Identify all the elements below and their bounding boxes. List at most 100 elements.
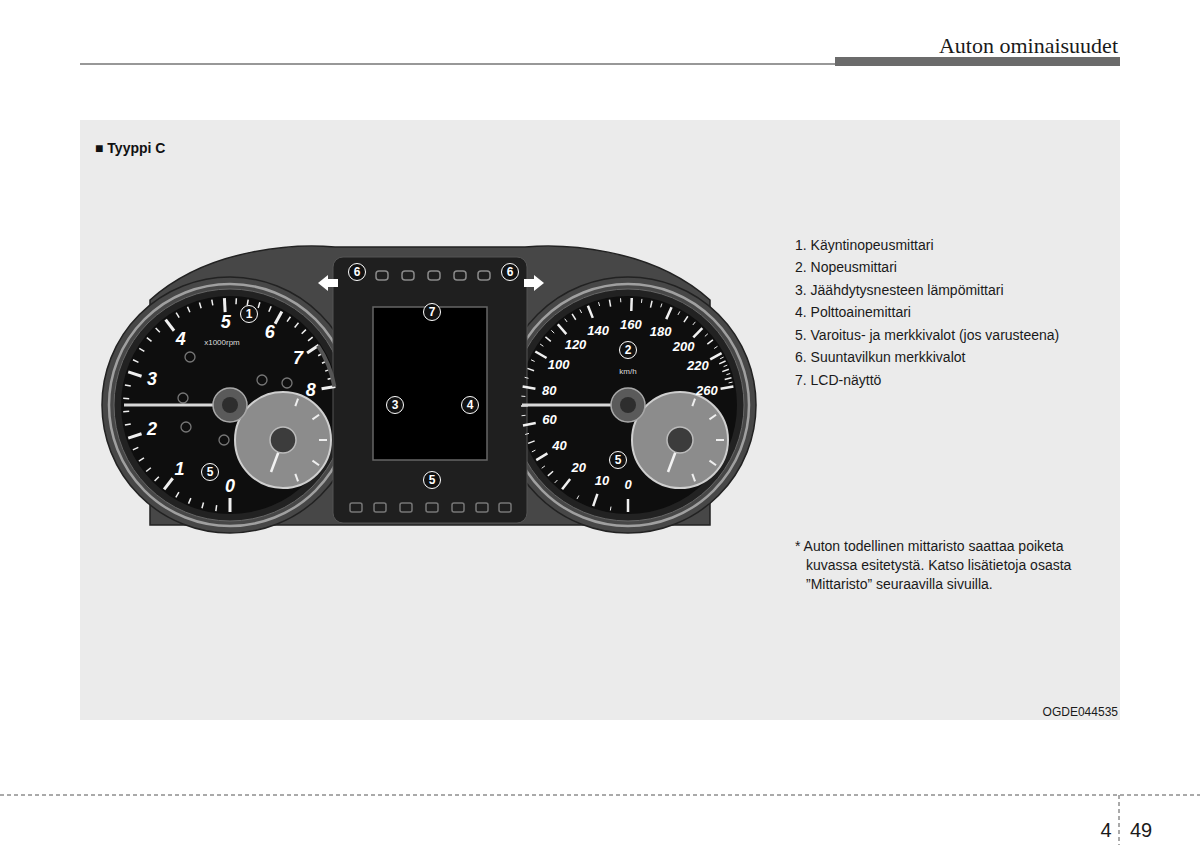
scale-tick [627, 499, 630, 512]
scale-tick [155, 477, 159, 481]
scale-tick [609, 300, 610, 307]
speed-scale-number: 200 [673, 340, 695, 356]
callout-text: 5 [615, 453, 622, 467]
legend-item: 1. Käyntinopeusmittari [795, 237, 934, 254]
callout-number: 4 [461, 396, 479, 414]
gauge-hub-center [222, 397, 238, 413]
legend-item: 2. Nopeusmittari [795, 259, 897, 276]
sub-gauge-tick [295, 474, 298, 482]
scale-tick [551, 330, 554, 333]
scale-tick [725, 378, 732, 380]
speed-scale-number: 60 [542, 412, 556, 428]
callout-number: 1 [240, 305, 258, 323]
warning-icon [257, 375, 267, 385]
warning-icon [219, 435, 229, 445]
scale-tick [641, 299, 643, 303]
scale-tick [287, 317, 290, 322]
callout-number: 5 [201, 463, 219, 481]
tach-scale-number: 2 [147, 420, 157, 442]
scale-tick [176, 313, 179, 318]
scale-tick [133, 360, 138, 363]
figure-panel: ■ Tyyppi C1234555667 [80, 120, 1120, 720]
scale-tick [128, 372, 141, 376]
tach-scale-number: 8 [306, 380, 316, 402]
scale-tick [684, 316, 688, 322]
cluster-illustration [80, 120, 1120, 720]
speed-scale-number: 20 [572, 460, 586, 476]
speed-scale-number: 220 [687, 358, 709, 374]
callout-text: 2 [625, 343, 632, 357]
scale-tick [188, 307, 190, 313]
warning-icon [499, 503, 511, 512]
sub-gauge-tick [312, 461, 319, 466]
running-header: Auton ominaisuudet [939, 33, 1118, 59]
scale-tick [722, 369, 729, 371]
scale-tick [540, 344, 543, 346]
scale-tick [166, 320, 174, 331]
scale-tick [562, 479, 570, 489]
scale-tick [580, 309, 582, 313]
scale-tick [724, 365, 728, 366]
sub-gauge-tick [716, 439, 724, 441]
warning-icon [476, 503, 488, 512]
speed-scale-number: 180 [650, 324, 672, 340]
scale-tick [620, 298, 621, 302]
turn-arrow-left [318, 275, 338, 291]
callout-number: 2 [619, 341, 637, 359]
scale-tick [525, 433, 529, 434]
gauge-face [519, 296, 737, 514]
scale-tick [577, 496, 579, 500]
scale-tick [666, 307, 671, 319]
sub-gauge-face [235, 392, 331, 488]
scale-tick [528, 441, 535, 444]
sub-gauge-tick [692, 399, 695, 407]
callout-text: 6 [507, 265, 514, 279]
indicator-icon [428, 271, 440, 280]
sub-gauge-hub [270, 427, 296, 453]
callout-text: 1 [246, 307, 253, 321]
tach-scale-number: 0 [225, 476, 235, 498]
scale-tick [693, 322, 696, 325]
speed-scale-number: 80 [542, 383, 556, 399]
speed-scale-number: 10 [595, 473, 609, 489]
scale-tick [307, 345, 319, 353]
tach-scale-number: 3 [147, 369, 157, 391]
scale-tick [235, 298, 237, 304]
sub-gauge-tick [319, 439, 327, 441]
scale-tick [572, 314, 576, 320]
scale-tick [199, 302, 201, 308]
gauge-bezel [114, 289, 346, 521]
scale-tick [523, 386, 536, 388]
callout-text: 5 [207, 465, 214, 479]
scale-tick [588, 306, 593, 318]
scale-tick [139, 458, 144, 461]
tach-scale-number: 4 [176, 329, 186, 351]
speed-scale-number: 260 [696, 383, 718, 399]
tach-scale-number: 6 [265, 322, 275, 344]
turn-arrow-right [524, 275, 544, 291]
scale-tick [521, 396, 525, 397]
warning-icon [452, 503, 464, 512]
tach-scale-number: 5 [221, 312, 231, 334]
gauge-face [121, 296, 339, 514]
scale-tick [693, 328, 702, 337]
scale-tick [531, 360, 535, 362]
scale-tick [630, 298, 633, 311]
note-text: * Auton todellinen mittaristo saattaa po… [795, 537, 1081, 594]
scale-tick [599, 302, 600, 306]
warning-icon [426, 503, 438, 512]
scale-tick [146, 468, 151, 472]
tach-scale-number: 7 [293, 348, 303, 370]
scale-tick [308, 337, 313, 341]
indicator-icon [376, 271, 388, 280]
scale-tick [705, 334, 708, 337]
legend-item: 7. LCD-näyttö [795, 372, 881, 389]
scale-tick [258, 302, 260, 308]
footer-rule [0, 795, 1200, 796]
scale-tick [650, 301, 652, 308]
warning-icon [374, 503, 386, 512]
scale-tick [720, 357, 724, 359]
scale-tick [147, 338, 152, 342]
gauge-housing [102, 277, 358, 533]
sub-gauge-tick [312, 415, 319, 420]
